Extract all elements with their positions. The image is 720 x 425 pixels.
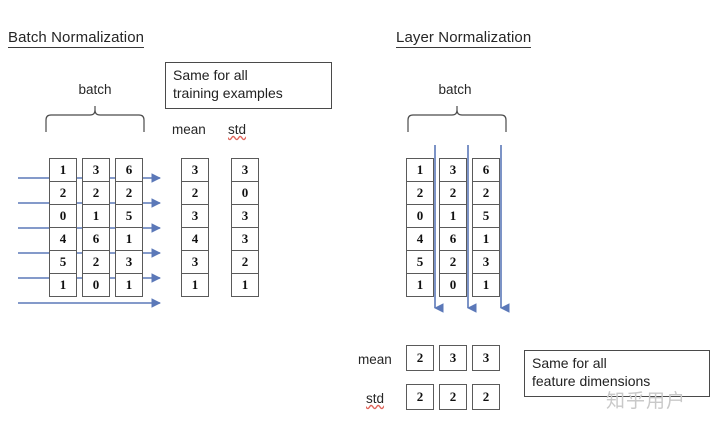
batch-matrix-c2-cell-1: 2 bbox=[115, 180, 143, 205]
layer-matrix-c2-cell-5: 1 bbox=[472, 272, 500, 297]
layer-matrix-c2-cell-3: 1 bbox=[472, 226, 500, 251]
batch-std-cell-0: 3 bbox=[231, 158, 259, 182]
layer-matrix-c1-cell-5: 0 bbox=[439, 272, 467, 297]
batch-mean-cell-5: 1 bbox=[181, 272, 209, 297]
layer-matrix-c2-cell-2: 5 bbox=[472, 203, 500, 228]
layer-matrix-c1-cell-4: 2 bbox=[439, 249, 467, 274]
panel-title-layer-normalization: Layer Normalization bbox=[396, 29, 532, 48]
batch-matrix-c0-cell-2: 0 bbox=[49, 203, 77, 228]
callout-line-2: training examples bbox=[173, 84, 283, 101]
layer-mean-cell-2: 3 bbox=[472, 345, 500, 371]
callout-same-for-all-training-examples: Same for all training examples bbox=[165, 62, 332, 109]
batch-std-cell-1: 0 bbox=[231, 180, 259, 205]
std-label-left: std bbox=[228, 122, 247, 137]
callout-same-for-all-feature-dimensions: Same for all feature dimensions bbox=[524, 350, 710, 397]
layer-mean-cell-0: 2 bbox=[406, 345, 434, 371]
batch-std-cell-2: 3 bbox=[231, 203, 259, 228]
layer-matrix-c1-cell-3: 6 bbox=[439, 226, 467, 251]
batch-matrix-c0-cell-3: 4 bbox=[49, 226, 77, 251]
layer-matrix-c0-cell-3: 4 bbox=[406, 226, 434, 251]
batch-mean-cell-4: 3 bbox=[181, 249, 209, 274]
batch-std-cell-5: 1 bbox=[231, 272, 259, 297]
batch-mean-cell-3: 4 bbox=[181, 226, 209, 251]
batch-matrix-c2-cell-2: 5 bbox=[115, 203, 143, 228]
callout-line-1: Same for all bbox=[173, 67, 248, 83]
layer-matrix-c0-cell-2: 0 bbox=[406, 203, 434, 228]
batch-mean-cell-1: 2 bbox=[181, 180, 209, 205]
batch-mean-cell-2: 3 bbox=[181, 203, 209, 228]
layer-mean-cell-1: 3 bbox=[439, 345, 467, 371]
batch-mean-cell-0: 3 bbox=[181, 158, 209, 182]
batch-std-cell-3: 3 bbox=[231, 226, 259, 251]
batch-matrix-c2-cell-3: 1 bbox=[115, 226, 143, 251]
batch-brace-right bbox=[407, 106, 507, 132]
layer-std-cell-1: 2 bbox=[439, 384, 467, 410]
watermark: 知乎用户 bbox=[606, 390, 687, 412]
batch-matrix-c0-cell-5: 1 bbox=[49, 272, 77, 297]
callout-line-2: feature dimensions bbox=[532, 372, 651, 389]
layer-matrix-c0-cell-4: 5 bbox=[406, 249, 434, 274]
batch-matrix-c1-cell-1: 2 bbox=[82, 180, 110, 205]
batch-brace-label-left: batch bbox=[78, 82, 112, 97]
layer-std-cell-2: 2 bbox=[472, 384, 500, 410]
layer-std-cell-0: 2 bbox=[406, 384, 434, 410]
batch-matrix-c2-cell-5: 1 bbox=[115, 272, 143, 297]
batch-brace-label-right: batch bbox=[438, 82, 472, 97]
batch-matrix-c2-cell-0: 6 bbox=[115, 158, 143, 182]
layer-column-arrows bbox=[434, 145, 510, 313]
batch-matrix-c1-cell-4: 2 bbox=[82, 249, 110, 274]
layer-matrix-c1-cell-2: 1 bbox=[439, 203, 467, 228]
batch-brace-left bbox=[45, 106, 145, 132]
std-label-right: std bbox=[366, 391, 385, 406]
mean-label-right: mean bbox=[358, 352, 392, 367]
batch-matrix-c1-cell-3: 6 bbox=[82, 226, 110, 251]
batch-matrix-c1-cell-0: 3 bbox=[82, 158, 110, 182]
layer-matrix-c2-cell-0: 6 bbox=[472, 158, 500, 182]
batch-matrix-c1-cell-5: 0 bbox=[82, 272, 110, 297]
layer-matrix-c0-cell-0: 1 bbox=[406, 158, 434, 182]
layer-matrix-c0-cell-5: 1 bbox=[406, 272, 434, 297]
batch-std-cell-4: 2 bbox=[231, 249, 259, 274]
layer-matrix-c1-cell-0: 3 bbox=[439, 158, 467, 182]
batch-matrix-c0-cell-1: 2 bbox=[49, 180, 77, 205]
layer-matrix-c2-cell-1: 2 bbox=[472, 180, 500, 205]
callout-line-1: Same for all bbox=[532, 355, 607, 371]
layer-matrix-c2-cell-4: 3 bbox=[472, 249, 500, 274]
batch-matrix-c0-cell-4: 5 bbox=[49, 249, 77, 274]
mean-label-left: mean bbox=[172, 122, 206, 137]
batch-matrix-c1-cell-2: 1 bbox=[82, 203, 110, 228]
layer-matrix-c1-cell-1: 2 bbox=[439, 180, 467, 205]
layer-matrix-c0-cell-1: 2 bbox=[406, 180, 434, 205]
batch-matrix-c0-cell-0: 1 bbox=[49, 158, 77, 182]
batch-matrix-c2-cell-4: 3 bbox=[115, 249, 143, 274]
panel-title-batch-normalization: Batch Normalization bbox=[8, 29, 145, 48]
